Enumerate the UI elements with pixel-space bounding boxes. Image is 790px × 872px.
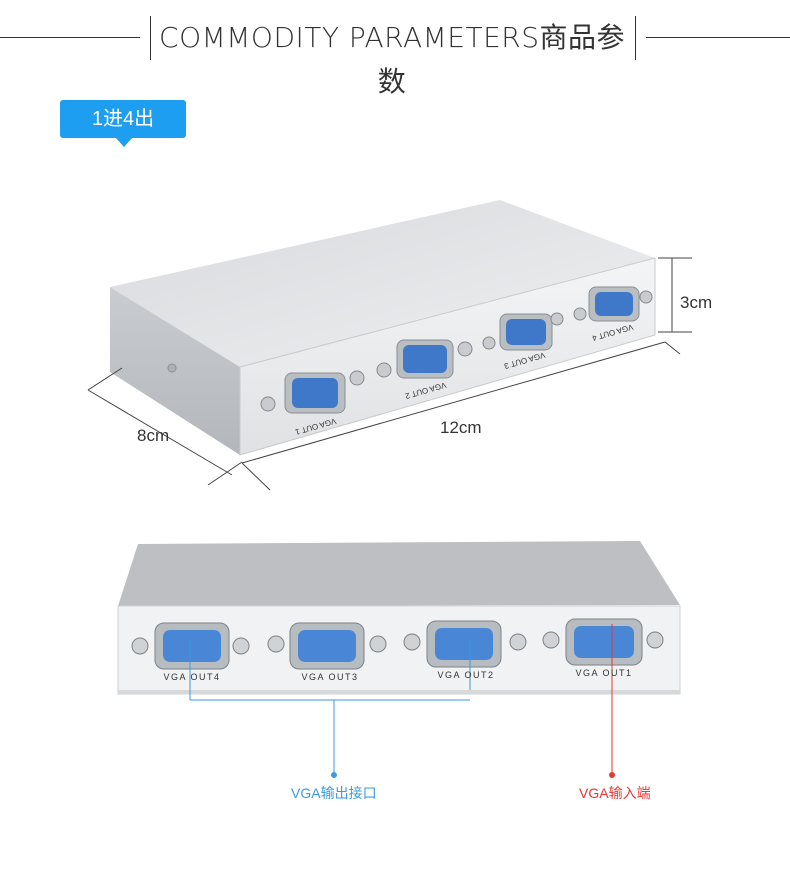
header-rule-left: [0, 37, 140, 38]
top-port-1: [260, 370, 365, 414]
top-port-4: [573, 286, 653, 322]
depth-tick-b: [207, 461, 243, 486]
bottom-port-label-out2: VGA OUT2: [437, 670, 494, 680]
top-port-3: [482, 312, 564, 351]
bottom-device-lid: [118, 541, 680, 606]
depth-label: 8cm: [137, 426, 170, 445]
bottom-port-label-out4: VGA OUT4: [163, 672, 220, 682]
width-tick-b: [664, 341, 681, 355]
page-title: COMMODITY PARAMETERS商品参数: [159, 21, 625, 98]
config-badge: 1进4出: [60, 100, 186, 147]
bottom-port-out1: [542, 618, 664, 666]
output-callout-lines: [189, 640, 471, 778]
bottom-port-out4: [131, 622, 250, 670]
top-port-2: [376, 339, 473, 379]
height-label: 3cm: [680, 293, 713, 312]
width-tick-a: [241, 462, 271, 491]
bottom-port-out2: [403, 620, 527, 668]
side-screw: [167, 363, 177, 373]
header-rule-right: [646, 37, 790, 38]
depth-guide: [87, 389, 233, 476]
output-callout-label: VGA输出接口: [291, 785, 377, 801]
depth-tick-a: [87, 367, 123, 391]
header-frame: [150, 16, 636, 60]
bottom-port-label-out3: VGA OUT3: [301, 672, 358, 682]
width-label: 12cm: [440, 418, 482, 437]
width-guide: [241, 341, 666, 464]
bottom-port-label-out1: VGA OUT1: [575, 668, 632, 678]
bottom-port-out3: [267, 622, 387, 670]
top-device-lid: [110, 200, 655, 367]
input-callout-line: [609, 624, 615, 778]
input-callout-label: VGA输入端: [579, 785, 651, 801]
